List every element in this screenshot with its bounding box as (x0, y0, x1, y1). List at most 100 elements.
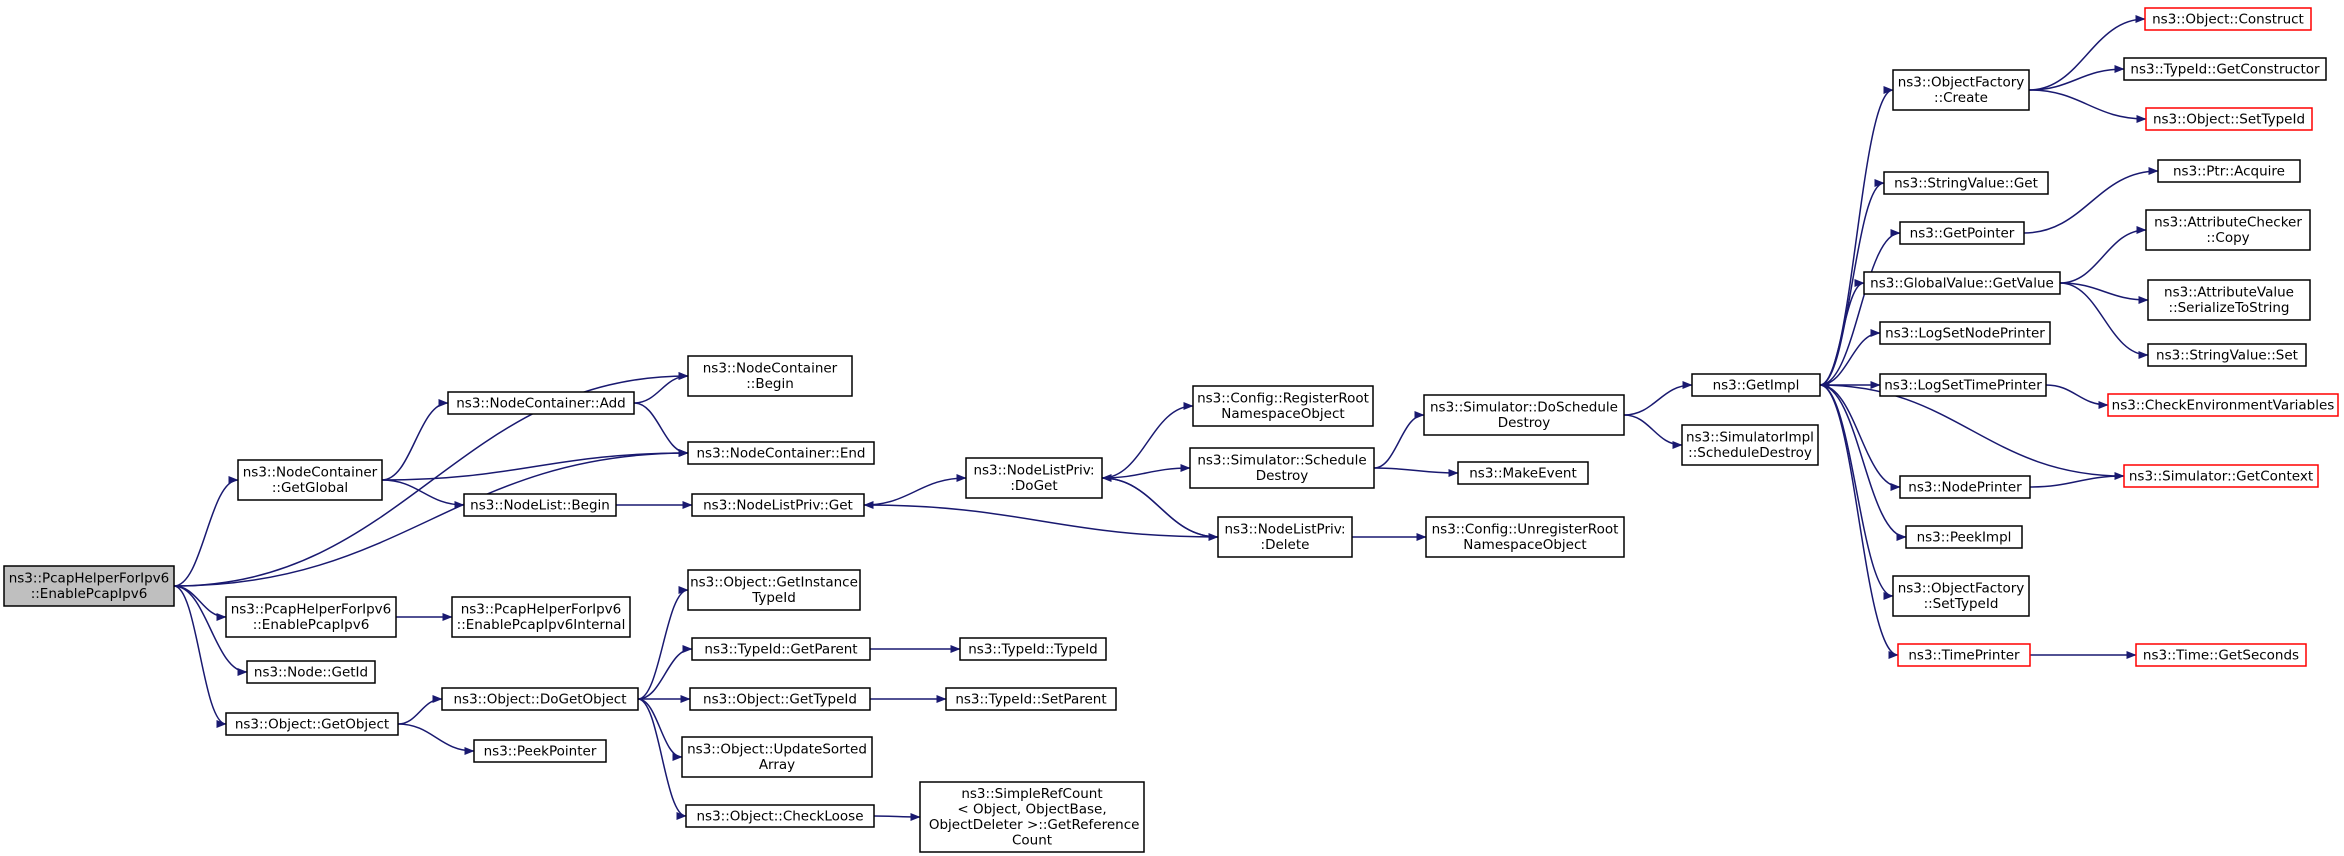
node-stringvalue-get[interactable]: ns3::StringValue::Get (1883, 171, 2049, 195)
edge-globalvalue-get-to-attrvalue-serialize (2059, 282, 2149, 304)
node-objfactory-create[interactable]: ns3::ObjectFactory::Create (1892, 69, 2030, 111)
node-label-line: ::GetGlobal (272, 480, 348, 496)
edge-line (173, 372, 689, 587)
node-ptr-acquire[interactable]: ns3::Ptr::Acquire (2157, 159, 2301, 183)
node-nlp-delete[interactable]: ns3::NodeListPriv::Delete (1217, 516, 1353, 558)
edge-line (173, 585, 227, 728)
node-tid-typeid[interactable]: ns3::TypeId::TypeId (959, 637, 1107, 661)
node-label-line: ns3::Node::GetId (254, 664, 368, 680)
node-logsettime[interactable]: ns3::LogSetTimePrinter (1879, 373, 2047, 397)
node-simimpl-schedule[interactable]: ns3::SimulatorImpl::ScheduleDestroy (1681, 424, 1819, 466)
edge-sim-doschedule-to-simimpl-schedule (1623, 414, 1683, 449)
node-box (1192, 385, 1374, 427)
node-obj-getobject[interactable]: ns3::Object::GetObject (225, 712, 399, 736)
edge-line (173, 476, 239, 587)
node-box (1423, 394, 1625, 436)
edge-line (637, 698, 683, 761)
node-label-line: ns3::GetImpl (1713, 377, 1800, 393)
edge-logsettime-to-checkenv (2045, 384, 2109, 409)
node-box (1425, 516, 1625, 558)
node-box (441, 687, 639, 711)
edge-line (1101, 474, 1219, 538)
node-peekpointer[interactable]: ns3::PeekPointer (473, 739, 607, 763)
node-root[interactable]: ns3::PcapHelperForIpv6::EnablePcapIpv6 (3, 565, 175, 607)
node-box (1863, 271, 2061, 295)
node-nc-begin[interactable]: ns3::NodeContainer::Begin (687, 355, 853, 397)
node-attrvalue-serialize[interactable]: ns3::AttributeValue::SerializeToString (2147, 279, 2311, 321)
edge-line (2045, 384, 2109, 409)
node-label-line: ns3::Simulator::Schedule (1197, 453, 1366, 469)
node-timeprinter[interactable]: ns3::TimePrinter (1897, 643, 2031, 667)
node-phi-internal[interactable]: ns3::PcapHelperForIpv6::EnablePcapIpv6In… (451, 596, 631, 638)
node-cfg-unregister[interactable]: ns3::Config::UnregisterRootNamespaceObje… (1425, 516, 1625, 558)
node-sim-schedule[interactable]: ns3::Simulator::ScheduleDestroy (1189, 447, 1375, 489)
node-obj-checkloose[interactable]: ns3::Object::CheckLoose (685, 804, 875, 828)
node-label-line: ns3::TimePrinter (1908, 647, 2020, 663)
node-nc-add[interactable]: ns3::NodeContainer::Add (447, 391, 635, 415)
node-globalvalue-get[interactable]: ns3::GlobalValue::GetValue (1863, 271, 2061, 295)
node-obj-construct[interactable]: ns3::Object::Construct (2144, 7, 2312, 31)
node-objfactory-settype[interactable]: ns3::ObjectFactory::SetTypeId (1892, 575, 2030, 617)
node-attrchecker-copy[interactable]: ns3::AttributeChecker::Copy (2145, 209, 2311, 251)
node-label-line: ns3::Ptr::Acquire (2173, 163, 2285, 179)
edge-globalvalue-get-to-attrchecker-copy (2059, 226, 2147, 284)
edge-line (1819, 384, 1894, 600)
node-nc-end[interactable]: ns3::NodeContainer::End (687, 441, 875, 465)
node-obj-settypeid[interactable]: ns3::Object::SetTypeId (2145, 107, 2313, 131)
node-simplerefcount[interactable]: ns3::SimpleRefCount< Object, ObjectBase,… (919, 781, 1145, 853)
edge-nc-add-to-nc-begin (633, 372, 689, 404)
node-box (1217, 516, 1353, 558)
node-box (2145, 209, 2311, 251)
edge-nc-global-to-nc-end (381, 449, 689, 481)
node-nodeprinter[interactable]: ns3::NodePrinter (1899, 475, 2031, 499)
node-node-getid[interactable]: ns3::Node::GetId (246, 660, 376, 684)
node-box (2147, 343, 2307, 367)
node-nl-begin[interactable]: ns3::NodeList::Begin (463, 493, 617, 517)
edge-objfactory-create-to-obj-settypeid (2028, 89, 2147, 123)
edge-line (381, 399, 449, 481)
node-label-line: ns3::NodeListPriv::Get (703, 497, 853, 513)
node-phi-enable[interactable]: ns3::PcapHelperForIpv6::EnablePcapIpv6 (225, 596, 397, 638)
node-label-line: ::ScheduleDestroy (1688, 445, 1812, 461)
node-makeevent[interactable]: ns3::MakeEvent (1457, 461, 1589, 485)
node-getimpl[interactable]: ns3::GetImpl (1691, 373, 1821, 397)
node-box (687, 569, 861, 611)
node-obj-dogetobject[interactable]: ns3::Object::DoGetObject (441, 687, 639, 711)
node-box (447, 391, 635, 415)
node-tid-setparent[interactable]: ns3::TypeId::SetParent (945, 687, 1117, 711)
edge-line (381, 449, 689, 481)
node-sim-getcontext[interactable]: ns3::Simulator::GetContext (2123, 464, 2319, 488)
node-label-line: Destroy (1498, 415, 1551, 431)
node-nlp-get[interactable]: ns3::NodeListPriv::Get (691, 493, 865, 517)
edge-line (1373, 411, 1425, 469)
edge-line (1819, 384, 1899, 659)
node-label-line: ns3::ObjectFactory (1898, 581, 2025, 597)
node-label-line: ns3::Time::GetSeconds (2143, 647, 2299, 663)
node-label-line: Destroy (1256, 468, 1309, 484)
node-label-line: ::EnablePcapIpv6Internal (457, 617, 626, 633)
node-box (2147, 279, 2311, 321)
node-tid-getctor[interactable]: ns3::TypeId::GetConstructor (2123, 57, 2327, 81)
node-label-line: NamespaceObject (1221, 406, 1344, 422)
node-label-line: ::SetTypeId (1924, 596, 1999, 612)
node-peekimpl[interactable]: ns3::PeekImpl (1905, 525, 2023, 549)
node-nc-global[interactable]: ns3::NodeContainer::GetGlobal (237, 459, 383, 501)
node-label-line: ns3::Object::CheckLoose (696, 808, 863, 824)
edge-line (1623, 414, 1683, 449)
node-nlp-doget[interactable]: ns3::NodeListPriv::DoGet (965, 457, 1103, 499)
node-checkenv[interactable]: ns3::CheckEnvironmentVariables (2107, 393, 2339, 417)
node-logsetnode[interactable]: ns3::LogSetNodePrinter (1879, 321, 2051, 345)
node-tid-getparent[interactable]: ns3::TypeId::GetParent (691, 637, 871, 661)
node-obj-gettypeid[interactable]: ns3::Object::GetTypeId (689, 687, 871, 711)
edge-line (873, 812, 921, 821)
edge-getimpl-to-peekimpl (1819, 384, 1907, 541)
edge-globalvalue-get-to-stringvalue-set (2059, 282, 2149, 359)
node-stringvalue-set[interactable]: ns3::StringValue::Set (2147, 343, 2307, 367)
node-getpointer[interactable]: ns3::GetPointer (1899, 221, 2025, 245)
node-time-getseconds[interactable]: ns3::Time::GetSeconds (2135, 643, 2307, 667)
edge-obj-dogetobject-to-obj-updatesorted (637, 698, 683, 761)
